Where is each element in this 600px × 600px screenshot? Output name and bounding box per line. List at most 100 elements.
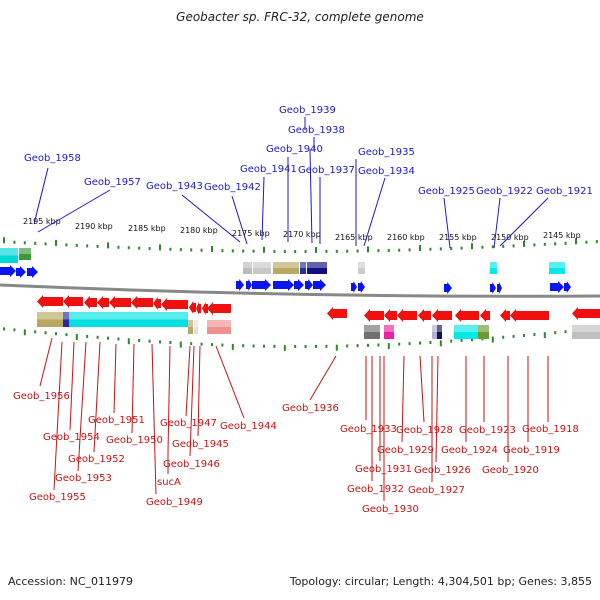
axis-tick-label: 2175 kbp — [232, 229, 270, 238]
feature-block — [432, 325, 437, 339]
svg-text:Geob_1938: Geob_1938 — [288, 125, 345, 136]
svg-text:Geob_1955: Geob_1955 — [29, 492, 86, 503]
svg-text:Geob_1941: Geob_1941 — [240, 164, 297, 175]
gene-label[interactable]: Geob_1928 — [396, 355, 453, 436]
reverse-gene-arrow[interactable] — [500, 309, 510, 322]
gene-label[interactable]: Geob_1925 — [418, 186, 475, 249]
gene-label[interactable]: Geob_1920 — [482, 356, 539, 476]
reverse-gene-arrow[interactable] — [432, 309, 452, 322]
reverse-gene-arrow[interactable] — [418, 309, 431, 322]
gene-label[interactable]: Geob_1950 — [106, 343, 163, 446]
gene-label[interactable]: Geob_1936 — [282, 355, 339, 414]
feature-block — [19, 248, 31, 260]
forward-gene-arrow[interactable] — [497, 282, 502, 294]
reverse-gene-arrow[interactable] — [455, 309, 479, 322]
gene-label[interactable]: Geob_1957 — [37, 177, 141, 233]
reverse-gene-arrow[interactable] — [37, 295, 63, 308]
gene-label[interactable]: Geob_1949 — [146, 343, 203, 508]
gene-label[interactable]: Geob_1937 — [298, 165, 355, 244]
gene-label[interactable]: Geob_1943 — [146, 181, 241, 243]
svg-text:Geob_1947: Geob_1947 — [160, 418, 217, 429]
reverse-gene-arrow[interactable] — [196, 302, 201, 315]
gene-label[interactable]: Geob_1924 — [441, 356, 498, 456]
reverse-gene-arrow[interactable] — [153, 297, 161, 310]
gene-label[interactable]: Geob_1944 — [215, 345, 277, 432]
gene-label[interactable]: Geob_1938 — [288, 125, 345, 244]
gene-label[interactable]: Geob_1918 — [522, 356, 579, 435]
reverse-gene-arrow[interactable] — [63, 295, 83, 308]
gene-label[interactable]: Geob_1927 — [408, 356, 465, 496]
gene-label[interactable]: Geob_1932 — [347, 356, 404, 495]
reverse-gene-arrow[interactable] — [189, 301, 196, 314]
forward-gene-arrow[interactable] — [246, 279, 252, 291]
axis-tick-label: 2195 kbp — [23, 217, 61, 226]
gene-label[interactable]: Geob_1958 — [24, 153, 81, 225]
gene-label[interactable]: Geob_1929 — [377, 355, 434, 456]
forward-gene-arrow[interactable] — [444, 282, 452, 294]
gene-label[interactable]: Geob_1940 — [266, 144, 323, 242]
gene-label[interactable]: Geob_1945 — [172, 345, 229, 450]
gene-label[interactable]: Geob_1926 — [414, 355, 471, 476]
reverse-gene-arrow[interactable] — [572, 307, 600, 320]
gene-label[interactable]: Geob_1921 — [499, 186, 593, 247]
reverse-gene-arrow[interactable] — [480, 309, 490, 322]
gene-label[interactable]: Geob_1919 — [503, 356, 560, 456]
forward-gene-arrow[interactable] — [273, 279, 294, 291]
gene-label[interactable]: Geob_1946 — [163, 345, 220, 470]
forward-gene-arrow[interactable] — [358, 281, 365, 293]
svg-text:Geob_1937: Geob_1937 — [298, 165, 355, 176]
gene-label[interactable]: Geob_1951 — [88, 343, 145, 426]
gene-label[interactable]: Geob_1922 — [476, 186, 533, 249]
axis-tick-label: 2170 kbp — [283, 230, 321, 239]
reverse-gene-arrow[interactable] — [327, 307, 347, 320]
reverse-gene-arrow[interactable] — [384, 309, 397, 322]
reverse-gene-arrow[interactable] — [131, 296, 153, 309]
forward-gene-arrow[interactable] — [550, 281, 564, 293]
gene-label[interactable]: Geob_1942 — [204, 182, 261, 245]
gene-label[interactable]: Geob_1930 — [362, 356, 419, 515]
forward-gene-arrow[interactable] — [305, 279, 313, 291]
svg-text:Geob_1950: Geob_1950 — [106, 435, 163, 446]
axis-tick-label: 2155 kbp — [439, 233, 477, 242]
reverse-gene-arrow[interactable] — [109, 296, 131, 309]
gene-label[interactable]: Geob_1935 — [355, 147, 415, 246]
gene-label[interactable]: Geob_1956 — [13, 337, 70, 402]
gene-label[interactable]: Geob_1953 — [55, 341, 112, 484]
svg-text:Geob_1919: Geob_1919 — [503, 445, 560, 456]
svg-text:Geob_1926: Geob_1926 — [414, 465, 471, 476]
gene-label[interactable]: Geob_1955 — [29, 341, 86, 503]
forward-gene-arrow[interactable] — [490, 282, 496, 294]
gene-label[interactable]: Geob_1939 — [279, 105, 336, 130]
forward-gene-arrow[interactable] — [351, 281, 357, 293]
reverse-gene-arrow[interactable] — [207, 302, 231, 315]
forward-gene-arrow[interactable] — [236, 279, 244, 291]
forward-gene-arrow[interactable] — [294, 279, 304, 291]
forward-gene-arrow[interactable] — [0, 265, 16, 277]
reverse-gene-arrow[interactable] — [397, 309, 417, 322]
gene-label[interactable]: Geob_1941 — [240, 164, 297, 241]
gene-label[interactable]: Geob_1954 — [43, 341, 100, 443]
gene-label[interactable]: Geob_1923 — [459, 356, 516, 436]
feature-blocks — [0, 248, 600, 339]
reverse-gene-arrow[interactable] — [84, 296, 97, 309]
gene-label[interactable]: Geob_1934 — [358, 166, 415, 247]
forward-gene-arrow[interactable] — [252, 279, 271, 291]
forward-gene-arrow[interactable] — [564, 281, 571, 293]
reverse-gene-arrow[interactable] — [364, 309, 384, 322]
reverse-gene-arrow[interactable] — [161, 298, 188, 311]
svg-text:Geob_1951: Geob_1951 — [88, 415, 145, 426]
gene-label[interactable]: Geob_1952 — [68, 341, 125, 465]
gene-label[interactable]: Geob_1947 — [160, 345, 217, 429]
feature-block — [384, 325, 394, 339]
reverse-gene-arrow[interactable] — [202, 302, 208, 315]
forward-gene-arrow[interactable] — [313, 279, 326, 291]
gene-label[interactable]: Geob_1933 — [340, 356, 397, 435]
forward-gene-arrow[interactable] — [27, 266, 38, 278]
feature-block — [273, 262, 299, 274]
forward-gene-arrow[interactable] — [16, 266, 26, 278]
gene-label[interactable]: sucA — [157, 345, 181, 488]
axis-tick-label: 2190 kbp — [75, 222, 113, 231]
reverse-gene-arrow[interactable] — [97, 296, 109, 309]
reverse-gene-arrow[interactable] — [510, 309, 549, 322]
gene-label[interactable]: Geob_1931 — [355, 356, 412, 475]
